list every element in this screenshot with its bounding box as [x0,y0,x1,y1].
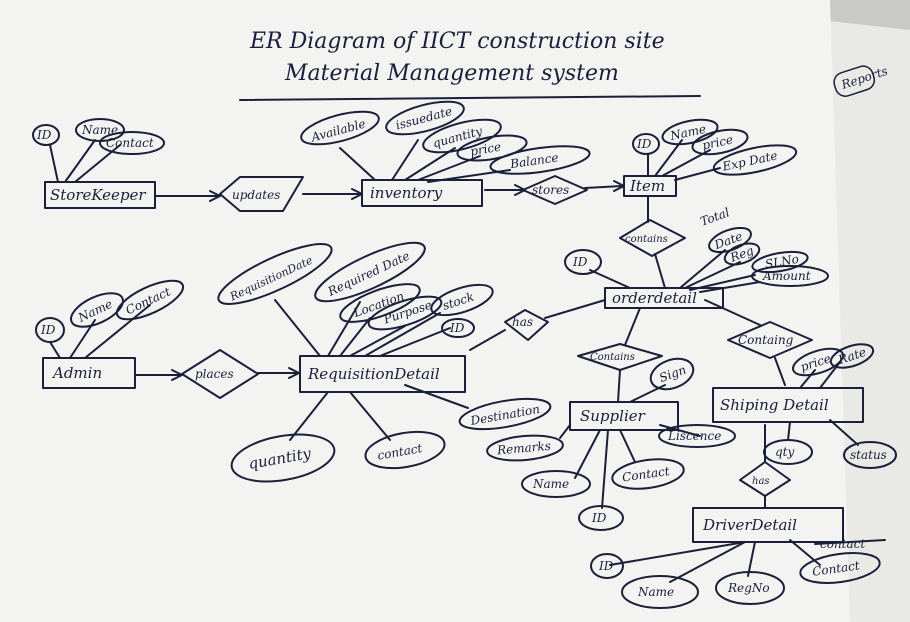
attr-driver-contact-struck: contact [820,537,865,551]
svg-text:Containg: Containg [738,333,794,347]
svg-text:Name: Name [532,477,569,491]
svg-text:Contact: Contact [621,464,670,485]
attr-supplier-name: Name [521,470,591,498]
strikethrough-line [814,539,886,545]
relationship-places: places [181,349,259,399]
svg-text:Admin: Admin [51,364,102,382]
attr-driver-id: ID [590,553,624,579]
entity-supplier: Supplier [569,401,679,431]
svg-text:has: has [752,476,770,487]
attr-shipping-status: status [843,441,897,469]
svg-text:status: status [850,448,887,462]
svg-text:Contact: Contact [811,558,860,579]
svg-text:Remarks: Remarks [496,439,552,458]
entity-requisition-detail: RequisitionDetail [299,355,466,393]
relationship-contains-item: contains [619,219,686,257]
entity-driver-detail: DriverDetail [692,507,844,543]
attr-order-amount: Amount [751,265,829,287]
svg-text:inventory: inventory [370,184,443,202]
svg-text:ID: ID [636,137,652,151]
attr-driver-name: Name [621,575,699,609]
attr-item-price: price [691,128,749,156]
attr-storekeeper-contact: Contact [99,131,165,155]
attr-driver-regno: RegNo [715,571,785,605]
title-line-1: ER Diagram of IICT construction site [249,29,665,54]
svg-text:Shiping Detail: Shiping Detail [720,396,829,414]
attr-requisition-id: ID [441,318,475,338]
attr-inventory-price: price [456,134,528,162]
side-page-box [833,65,876,97]
svg-text:Item: Item [629,177,665,195]
svg-text:qty: qty [775,445,795,459]
svg-text:contains: contains [625,234,668,245]
entity-inventory: inventory [361,179,483,207]
entity-storekeeper: StoreKeeper [44,181,156,209]
svg-text:ID: ID [572,255,588,269]
attr-supplier-remarks: Remarks [486,434,564,462]
svg-text:ID: ID [449,321,465,335]
svg-text:RequisitionDetail: RequisitionDetail [307,365,440,383]
svg-text:DriverDetail: DriverDetail [702,516,797,534]
entity-admin: Admin [42,357,136,389]
svg-text:Balance: Balance [508,150,559,171]
svg-text:has: has [512,315,533,329]
svg-text:updates: updates [232,188,280,202]
attr-inventory-balance: Balance [489,145,591,175]
svg-text:price: price [469,140,502,159]
svg-text:Amount: Amount [762,269,811,283]
svg-text:stores: stores [532,183,569,197]
attr-supplier-licence: Liscence [658,424,736,448]
title-line-2: Material Management system [284,61,619,86]
svg-text:ID: ID [591,511,607,525]
svg-text:ID: ID [36,128,52,142]
svg-text:RegNo: RegNo [727,581,770,595]
svg-text:places: places [195,367,234,381]
svg-text:Contains: Contains [590,352,635,363]
relationship-has-driver: has [739,461,791,497]
relationship-has-order: has [504,309,549,341]
svg-text:orderdetail: orderdetail [612,289,697,307]
attr-storekeeper-id: ID [32,124,60,146]
entity-orderdetail: orderdetail [604,287,724,309]
entity-item: Item [623,175,677,197]
attr-shipping-qty: qty [763,439,813,465]
attr-supplier-contact: Contact [611,458,685,490]
svg-text:Name: Name [81,123,118,137]
svg-text:ID: ID [40,323,56,337]
relationship-contains-shipping: Containg [727,321,813,359]
relationship-contains-supplier: Contains [577,343,663,371]
title-underline [239,95,701,101]
svg-text:ID: ID [598,559,614,573]
main-page [0,0,850,622]
svg-text:Contact: Contact [106,136,154,150]
relationship-updates: updates [219,176,304,212]
svg-text:Liscence: Liscence [667,429,721,443]
attr-item-id: ID [632,133,660,155]
attr-supplier-id: ID [578,505,624,531]
svg-text:Name: Name [637,585,674,599]
svg-text:price: price [701,132,734,152]
entity-shipping-detail: Shiping Detail [712,387,864,423]
attr-order-id: ID [564,249,602,275]
attr-driver-contact: Contact [799,552,881,584]
svg-text:Supplier: Supplier [580,407,646,425]
svg-text:StoreKeeper: StoreKeeper [50,186,146,204]
relationship-stores: stores [522,175,588,205]
attr-admin-id: ID [35,317,65,343]
